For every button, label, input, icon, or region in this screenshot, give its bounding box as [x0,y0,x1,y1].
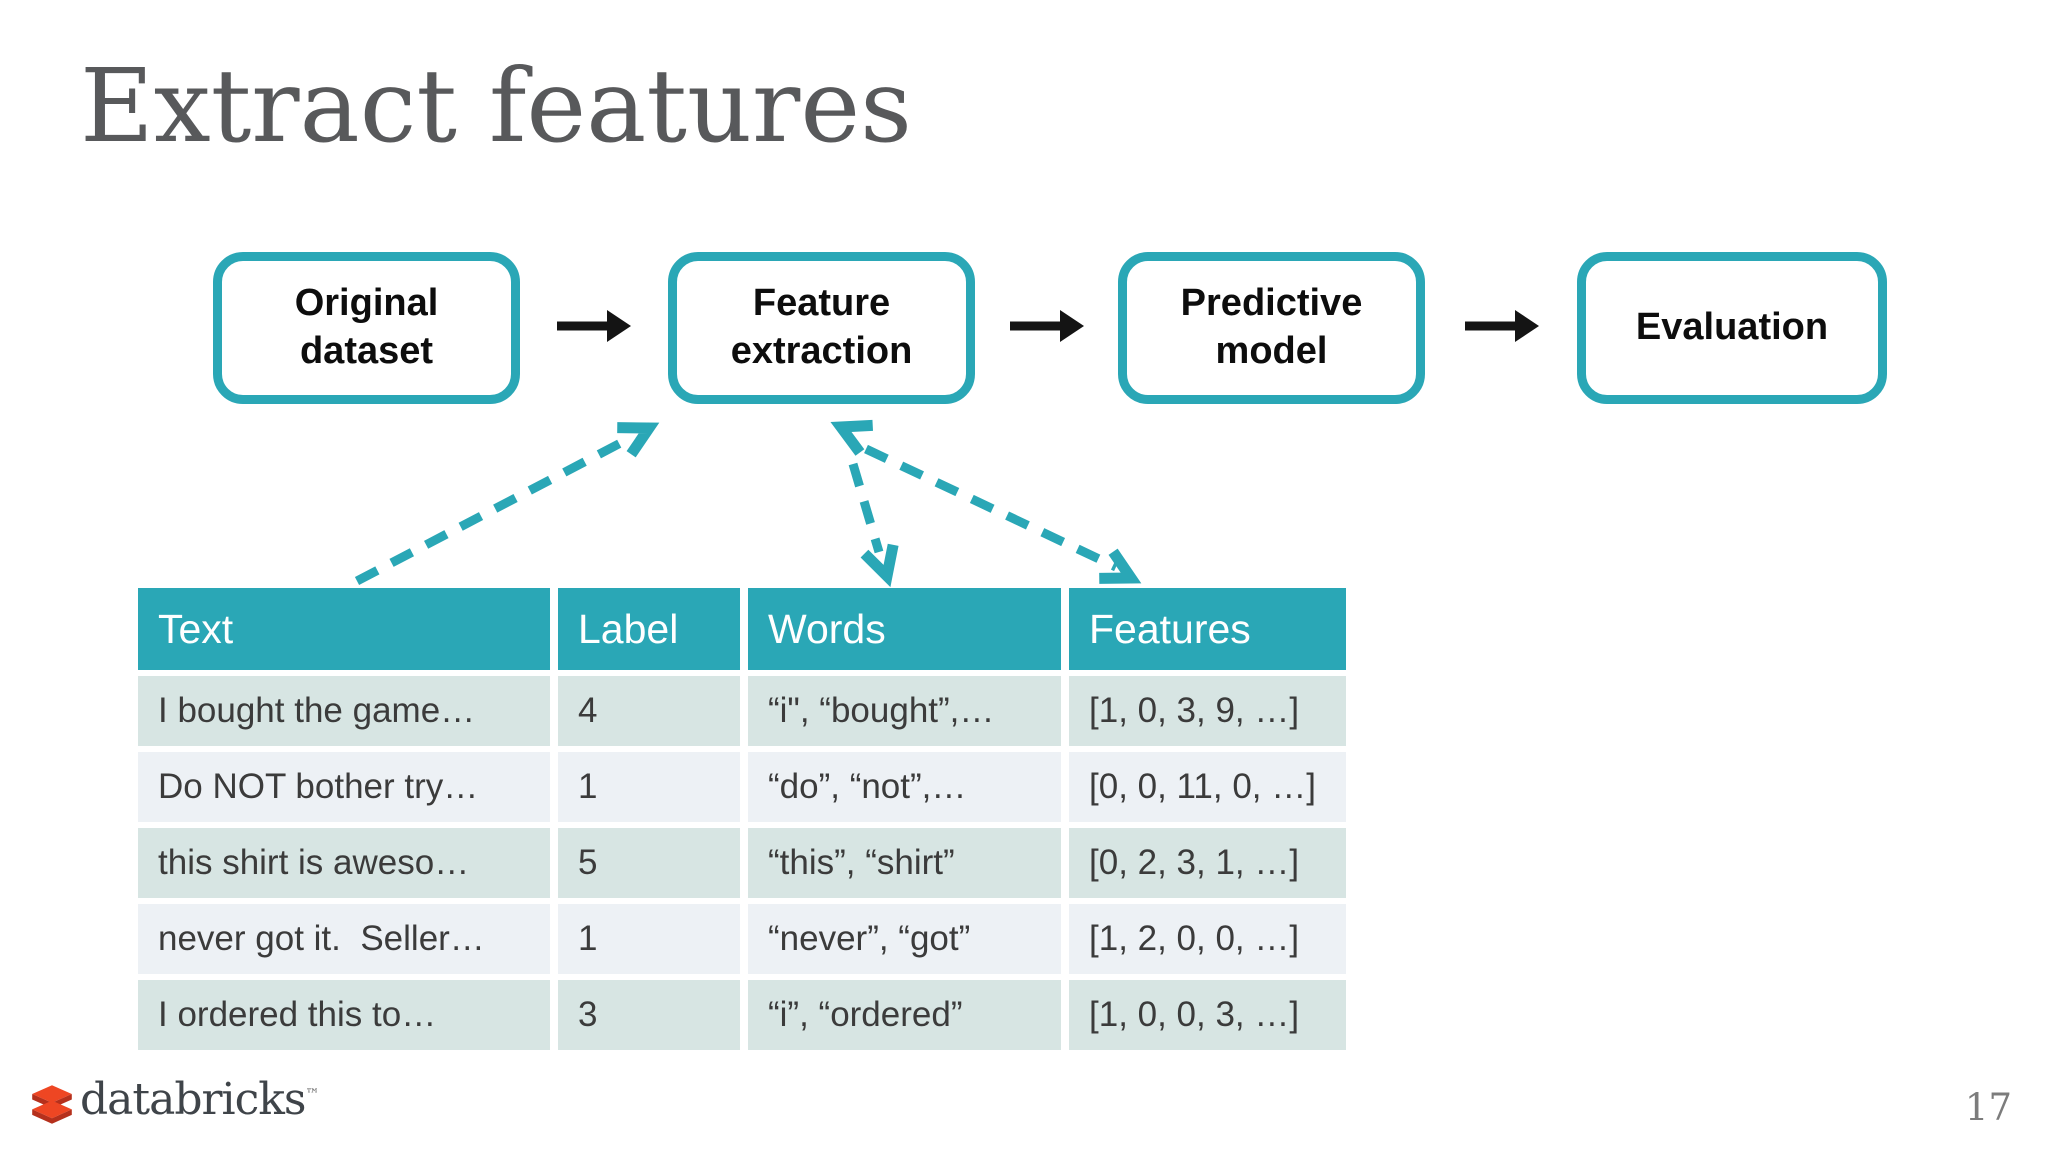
cell-text: never got it. Seller… [138,904,550,974]
flow-box-original-dataset: Original dataset [213,252,520,404]
cell-features: [1, 0, 3, 9, …] [1069,676,1346,746]
trademark-symbol: ™ [305,1086,320,1103]
cell-label: 4 [558,676,740,746]
cell-features: [1, 2, 0, 0, …] [1069,904,1346,974]
slide-title: Extract features [80,47,912,165]
cell-label: 1 [558,904,740,974]
cell-words: “do”, “not”,… [748,752,1061,822]
flow-box-feature-extraction: Feature extraction [668,252,975,404]
dashed-arrow-extraction-to-words [848,462,884,554]
cell-label: 1 [558,752,740,822]
flow-box-evaluation: Evaluation [1577,252,1887,404]
column-header-features: Features [1069,588,1346,670]
right-arrow-icon [1010,310,1084,342]
arrowhead-icon [830,419,874,456]
cell-words: “this”, “shirt” [748,828,1061,898]
cell-words: “i", “bought”,… [748,676,1061,746]
cell-label: 5 [558,828,740,898]
dashed-arrow-text-to-extraction [354,433,635,585]
cell-features: [1, 0, 0, 3, …] [1069,980,1346,1050]
page-number: 17 [1964,1086,2012,1129]
brand-name: databricks [80,1074,306,1125]
arrowhead-icon [617,422,660,458]
arrowhead-icon [1099,548,1142,584]
cell-features: [0, 2, 3, 1, …] [1069,828,1346,898]
cell-words: “i”, “ordered” [748,980,1061,1050]
flow-box-label: Predictive model [1180,282,1363,372]
dashed-arrow-extraction-to-features [864,444,1118,572]
cell-features: [0, 0, 11, 0, …] [1069,752,1346,822]
arrowhead-icon [860,543,899,588]
cell-text: I ordered this to… [138,980,550,1050]
flow-box-label: Feature extraction [730,282,913,372]
databricks-bricks-icon [32,1085,72,1124]
databricks-wordmark: databricks™ [80,1074,319,1125]
flow-box-predictive-model: Predictive model [1118,252,1425,404]
cell-text: Do NOT bother try… [138,752,550,822]
cell-text: I bought the game… [138,676,550,746]
cell-text: this shirt is aweso… [138,828,550,898]
column-header-label: Label [558,588,740,670]
flow-box-label: Original dataset [294,282,439,372]
column-header-words: Words [748,588,1061,670]
cell-words: “never”, “got” [748,904,1061,974]
dataset-table: Text Label Words Features I bought the g… [138,588,1346,1050]
right-arrow-icon [1465,310,1539,342]
flow-box-label: Evaluation [1635,306,1829,349]
cell-label: 3 [558,980,740,1050]
column-header-text: Text [138,588,550,670]
right-arrow-icon [557,310,631,342]
